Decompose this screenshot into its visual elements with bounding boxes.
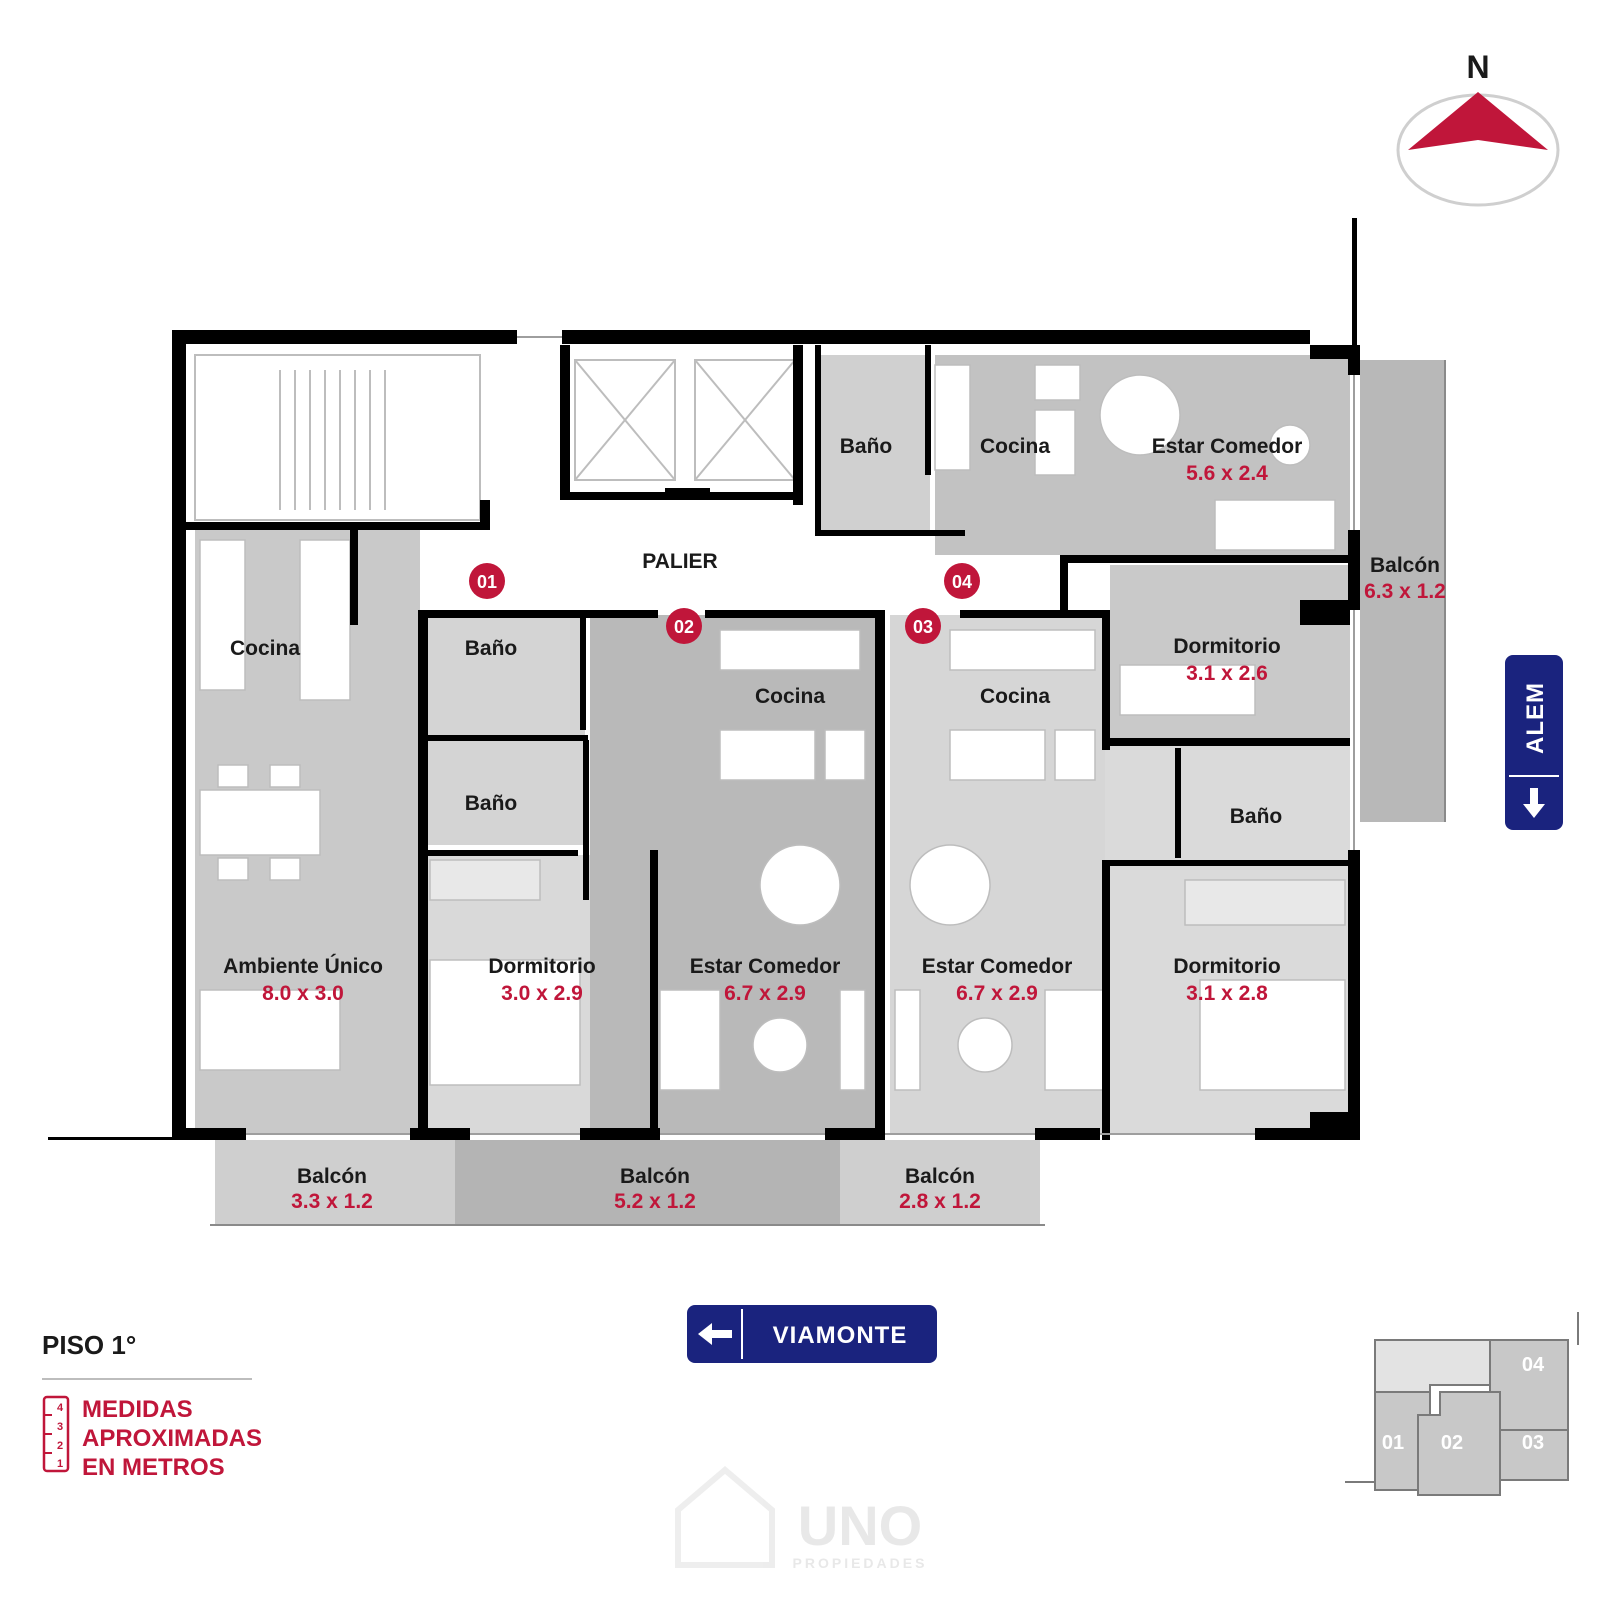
unit-marker-02: 02 — [666, 608, 702, 644]
unit-04-bath-floor — [820, 355, 930, 530]
compass-north-label: N — [1466, 49, 1489, 85]
furniture — [199, 364, 1346, 1091]
unit-01-kitchen-label: Cocina — [230, 637, 300, 660]
palier-label: PALIER — [642, 550, 717, 573]
unit-02-bedroom-dim: 3.0 x 2.9 — [501, 982, 583, 1005]
unit-03-bedroom-dim: 3.1 x 2.8 — [1186, 982, 1268, 1005]
unit-04-bedroom-label: Dormitorio — [1173, 635, 1280, 658]
balcony-01-label: Balcón — [297, 1165, 367, 1188]
unit-marker-04: 04 — [944, 563, 980, 599]
north-compass: N — [1396, 49, 1560, 207]
key-plan-label-04: 04 — [1522, 1354, 1545, 1376]
ruler-tick-1: 1 — [57, 1458, 63, 1470]
key-plan-label-02: 02 — [1441, 1432, 1463, 1454]
unit-04-bath-label: Baño — [840, 435, 893, 458]
unit-02-bath-label: Baño — [465, 792, 518, 815]
unit-02-kitchen-label: Cocina — [755, 685, 825, 708]
east-balcony-dim: 6.3 x 1.2 — [1364, 580, 1446, 603]
balcony-01-dim: 3.3 x 1.2 — [291, 1190, 373, 1213]
ruler-tick-3: 3 — [57, 1421, 63, 1433]
measures-legend: 4 3 2 1 MEDIDAS APROXIMADAS EN METROS — [42, 1395, 262, 1482]
key-plan-unit-03 — [1499, 1429, 1569, 1481]
balcony-03-floor — [840, 1140, 1040, 1225]
room-labels: PALIER Cocina Ambiente Único 8.0 x 3.0 B… — [223, 435, 1446, 1213]
street-sign-alem: ALEM — [1505, 655, 1563, 830]
floor-title: PISO 1° — [42, 1330, 137, 1360]
measures-line-3: EN METROS — [82, 1454, 225, 1481]
down-arrow-icon — [1523, 788, 1545, 818]
walls — [48, 218, 1360, 1140]
ruler-tick-2: 2 — [57, 1440, 63, 1452]
unit-03-bedroom-label: Dormitorio — [1173, 955, 1280, 978]
svg-text:04: 04 — [952, 572, 972, 592]
unit-02-bath-floor — [425, 615, 585, 845]
measures-line-1: MEDIDAS — [82, 1396, 193, 1423]
svg-text:01: 01 — [477, 572, 497, 592]
key-plan-label-01: 01 — [1382, 1432, 1404, 1454]
balcony-03-dim: 2.8 x 1.2 — [899, 1190, 981, 1213]
watermark-sub: PROPIEDADES — [793, 1555, 928, 1571]
unit-marker-03: 03 — [905, 608, 941, 644]
key-plan-unit-02 — [1417, 1391, 1501, 1496]
unit-04-kitchen-label: Cocina — [980, 435, 1050, 458]
ruler-tick-4: 4 — [57, 1402, 64, 1414]
street-alem-label: ALEM — [1522, 682, 1549, 754]
measures-text: MEDIDAS APROXIMADAS EN METROS — [82, 1395, 262, 1482]
east-balcony-floor — [1360, 360, 1445, 822]
watermark: UNO PROPIEDADES — [675, 1466, 928, 1571]
unit-03-living-label: Estar Comedor — [922, 955, 1073, 978]
ruler-icon: 4 3 2 1 — [42, 1395, 70, 1473]
measures-line-2: APROXIMADAS — [82, 1425, 263, 1452]
key-plan: 01 02 03 04 — [1345, 1312, 1579, 1496]
street-sign-viamonte: VIAMONTE — [687, 1305, 937, 1363]
stair — [194, 354, 481, 521]
north-arrow-icon — [1408, 92, 1548, 150]
unit-01-bath-label: Baño — [465, 637, 518, 660]
unit-01-studio-label: Ambiente Único — [223, 954, 383, 978]
street-viamonte-label: VIAMONTE — [773, 1322, 908, 1349]
elevator-1 — [574, 359, 676, 481]
watermark-house-icon — [675, 1466, 775, 1568]
floor-divider — [42, 1378, 252, 1380]
core — [194, 354, 796, 521]
balcony-02-label: Balcón — [620, 1165, 690, 1188]
balcony-03-label: Balcón — [905, 1165, 975, 1188]
unit-01-studio-dim: 8.0 x 3.0 — [262, 982, 344, 1005]
unit-02-bedroom-label: Dormitorio — [488, 955, 595, 978]
balcony-01-floor — [215, 1140, 455, 1225]
unit-02-living-label: Estar Comedor — [690, 955, 841, 978]
unit-03-kitchen-label: Cocina — [980, 685, 1050, 708]
windows — [210, 336, 1446, 1226]
unit-04-bedroom-dim: 3.1 x 2.6 — [1186, 662, 1268, 685]
unit-marker-01: 01 — [469, 563, 505, 599]
unit-02-living-dim: 6.7 x 2.9 — [724, 982, 806, 1005]
watermark-brand: UNO — [798, 1494, 922, 1557]
unit-03-bath-label: Baño — [1230, 805, 1283, 828]
balcony-02-dim: 5.2 x 1.2 — [614, 1190, 696, 1213]
svg-text:03: 03 — [913, 617, 933, 637]
east-balcony-label: Balcón — [1370, 554, 1440, 577]
svg-text:02: 02 — [674, 617, 694, 637]
unit-04-living-dim: 5.6 x 2.4 — [1186, 462, 1268, 485]
unit-03-living-dim: 6.7 x 2.9 — [956, 982, 1038, 1005]
left-arrow-icon — [698, 1323, 732, 1345]
key-plan-label-03: 03 — [1522, 1432, 1544, 1454]
balcony-02-floor — [455, 1140, 840, 1225]
unit-04-living-label: Estar Comedor — [1152, 435, 1303, 458]
unit-markers: 01 02 03 04 — [469, 563, 980, 644]
